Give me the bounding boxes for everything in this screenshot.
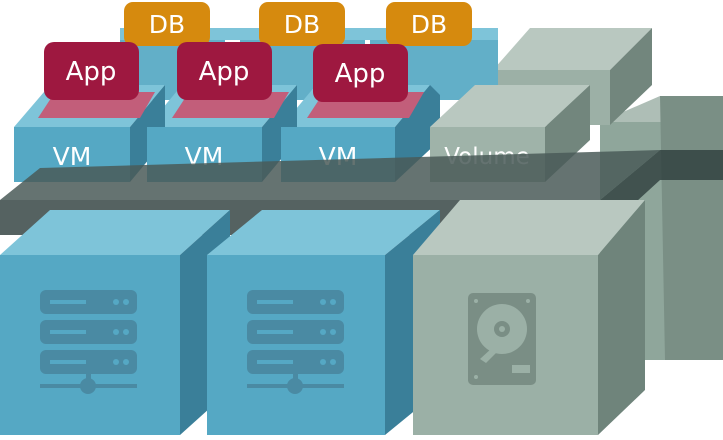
db-badge-3: DB — [386, 2, 472, 46]
server-rack-icon — [40, 290, 137, 394]
db-label-1: DB — [149, 10, 185, 39]
db-badge-1: DB — [124, 2, 210, 46]
db-label-2: DB — [284, 10, 320, 39]
server-rack-icon — [247, 290, 344, 394]
vm-label-1: VM — [53, 142, 92, 171]
app-badge-2: App — [172, 42, 289, 118]
app-badge-3: App — [307, 44, 424, 118]
app-label-2: App — [199, 57, 250, 87]
server-block-1 — [0, 210, 230, 435]
app-badge-1: App — [38, 42, 155, 118]
db-badge-2: DB — [259, 2, 345, 46]
hard-disk-icon — [468, 293, 536, 385]
db-label-3: DB — [411, 10, 447, 39]
app-label-1: App — [66, 57, 117, 87]
app-label-3: App — [335, 59, 386, 89]
